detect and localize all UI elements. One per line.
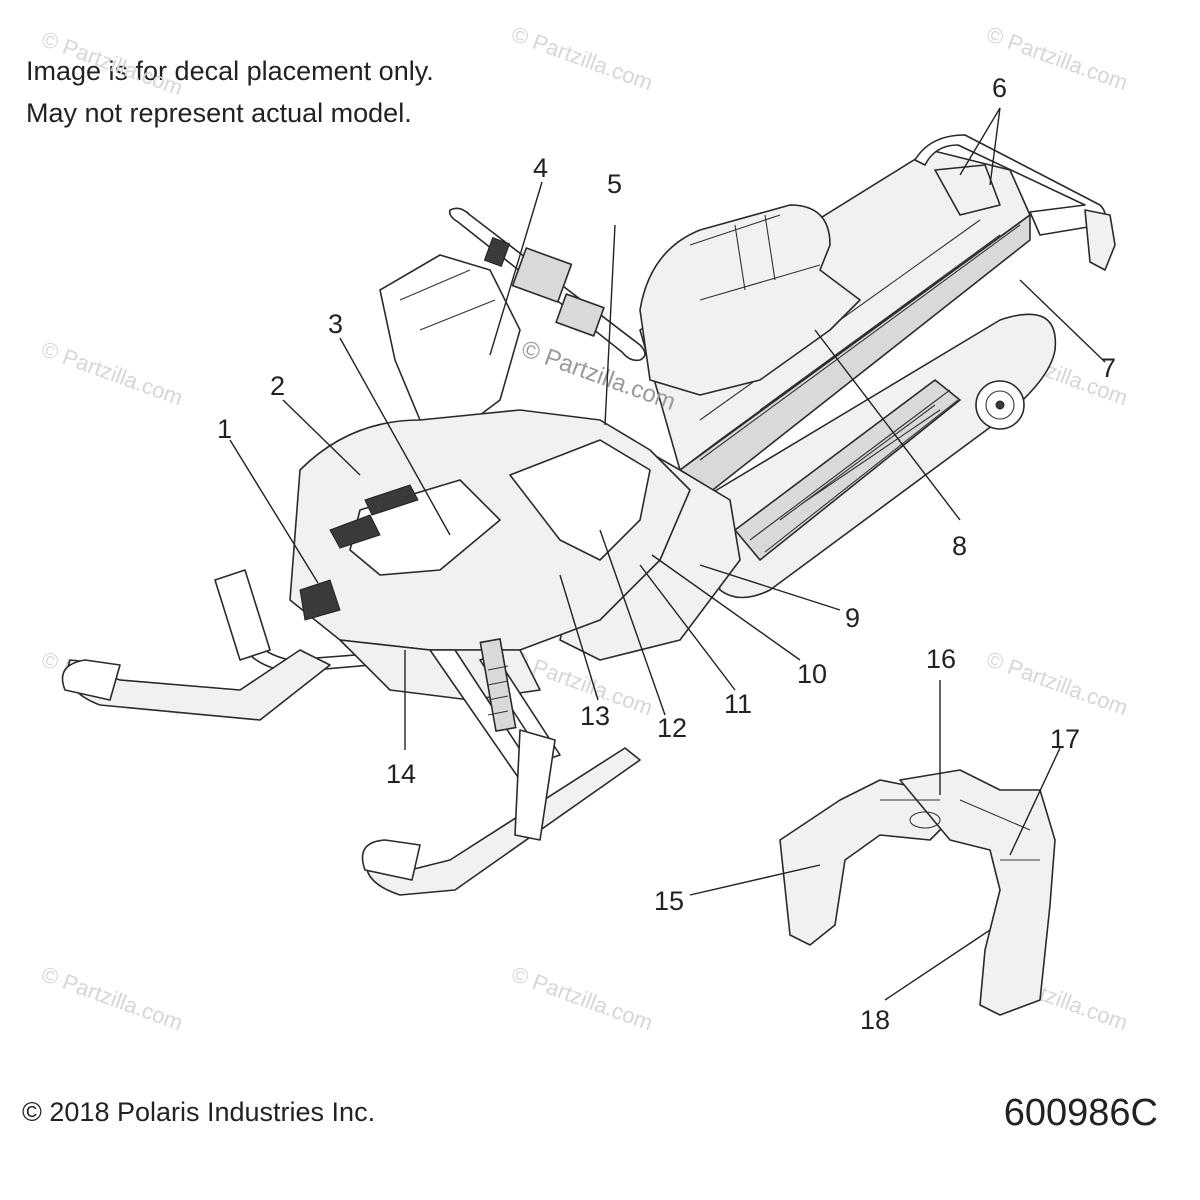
- watermark: © Partzilla.com: [38, 961, 186, 1035]
- callout-9: 9: [845, 603, 860, 633]
- leader-2: [282, 399, 361, 476]
- figure-number: 600986C: [1003, 1092, 1158, 1134]
- rear-idler-axle: [995, 400, 1005, 410]
- placement-note-line-1: Image is for decal placement only.: [26, 56, 434, 86]
- callout-4: 4: [533, 153, 548, 183]
- callout-leaders: [229, 107, 1106, 1001]
- placement-note-line-2: May not represent actual model.: [26, 98, 412, 128]
- watermark: © Partzilla.com: [38, 26, 186, 100]
- callout-8: 8: [952, 531, 967, 561]
- leader-4: [489, 181, 543, 356]
- leader-13: [559, 574, 599, 701]
- leader-15: [689, 864, 821, 896]
- front-grille: [299, 579, 341, 621]
- track-lug-lines: [749, 389, 959, 553]
- leader-8: [814, 329, 961, 521]
- callout-12: 12: [657, 713, 687, 743]
- instrument-pod: [555, 293, 605, 337]
- callout-7: 7: [1101, 353, 1116, 383]
- callout-17: 17: [1050, 724, 1080, 754]
- leader-18: [884, 929, 991, 1001]
- leader-11: [639, 564, 736, 691]
- callout-11: 11: [724, 689, 752, 719]
- rear-idler-hub: [985, 390, 1015, 420]
- leader-7: [1019, 279, 1106, 363]
- front-shock: [479, 638, 517, 732]
- leader-10: [651, 554, 801, 661]
- leader-9: [699, 564, 841, 611]
- headlight-right: [364, 484, 419, 516]
- leader-5: [604, 224, 616, 426]
- rear-panel-decal: [934, 164, 1001, 216]
- hood-upper-panel: [509, 439, 651, 561]
- right-spindle: [514, 729, 556, 841]
- right-side-panel-inset: [899, 769, 1056, 1016]
- throttle-control-pod: [511, 247, 573, 303]
- callout-10: 10: [797, 659, 827, 689]
- seat-seams: [689, 214, 821, 301]
- callout-6: 6: [992, 73, 1007, 103]
- leader-6b: [989, 107, 1001, 186]
- inset-panel-edges: [880, 799, 1040, 861]
- inset-panel-opening: [909, 811, 941, 829]
- shock-spring: [487, 665, 509, 716]
- callout-5: 5: [607, 169, 622, 199]
- hand-control: [483, 237, 511, 267]
- watermark: © Partzilla.com: [508, 21, 656, 95]
- watermark: © Partzilla.com: [983, 646, 1131, 720]
- leader-17: [1009, 747, 1061, 856]
- callout-1: 1: [217, 414, 232, 444]
- left-side-panel-inset: [779, 779, 951, 946]
- watermark: © Partzilla.com: [508, 961, 656, 1035]
- headlight-left: [329, 514, 381, 549]
- callout-18: 18: [860, 1005, 890, 1035]
- callout-13: 13: [580, 701, 610, 731]
- leader-6a: [959, 107, 1001, 176]
- left-ski-loop: [61, 659, 121, 701]
- callout-2: 2: [270, 371, 285, 401]
- callout-numbers: 1 2 3 4 5 6 7 8 9 10 11 12 13 14 15 16 1…: [217, 73, 1116, 1035]
- windshield-edge: [399, 269, 496, 331]
- windshield: [379, 254, 521, 431]
- leader-3: [339, 337, 451, 536]
- left-spindle: [214, 569, 271, 661]
- snow-flap: [1084, 209, 1116, 271]
- watermark: © Partzilla.com: [38, 336, 186, 410]
- right-ski-loop: [361, 839, 421, 881]
- callout-15: 15: [654, 886, 684, 916]
- leader-12: [599, 529, 666, 716]
- copyright-notice: © 2018 Polaris Industries Inc.: [22, 1097, 376, 1127]
- callout-16: 16: [926, 644, 956, 674]
- callout-14: 14: [386, 759, 416, 789]
- leader-1: [229, 439, 319, 584]
- callout-3: 3: [328, 309, 343, 339]
- seat: [639, 204, 861, 396]
